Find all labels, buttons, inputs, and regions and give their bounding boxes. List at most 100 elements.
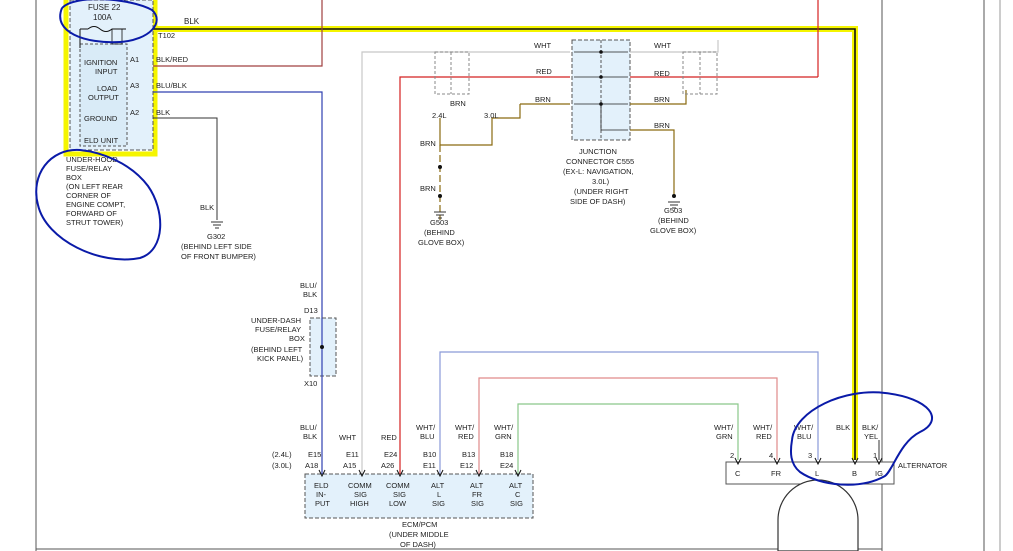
wire-wht-grn — [517, 403, 739, 474]
ground-g302: BLK G302 (BEHIND LEFT SIDE OF FRONT BUMP… — [181, 203, 256, 261]
wire-red — [399, 76, 570, 474]
svg-text:WHT: WHT — [339, 433, 356, 442]
svg-text:CONNECTOR C555: CONNECTOR C555 — [566, 157, 634, 166]
svg-text:BLU/: BLU/ — [300, 281, 318, 290]
svg-text:(2.4L): (2.4L) — [272, 450, 292, 459]
ground-left-g503: BRN 2.4L 3.0L BRN BRN G503 (BEHIND GLOVE… — [418, 99, 499, 247]
svg-text:FORWARD OF: FORWARD OF — [66, 209, 117, 218]
wire-wht-blu — [439, 351, 819, 474]
svg-text:OF FRONT BUMPER): OF FRONT BUMPER) — [181, 252, 256, 261]
svg-text:COMM: COMM — [386, 481, 410, 490]
fuse-label: FUSE 22 — [88, 3, 121, 12]
svg-text:E24: E24 — [500, 461, 513, 470]
svg-text:(EX-L: NAVIGATION,: (EX-L: NAVIGATION, — [563, 167, 634, 176]
svg-text:ELD: ELD — [314, 481, 329, 490]
ignition-label: IGNITION — [84, 58, 117, 67]
wire-wht-right — [630, 40, 719, 53]
svg-text:FUSE/RELAY: FUSE/RELAY — [66, 164, 112, 173]
under-dash-fuse-box: BLU/ BLK D13 X10 UNDER-DASH FUSE/RELAY B… — [251, 281, 337, 441]
annotation-circles — [35, 0, 933, 486]
junction-connector-c555: WHT RED BRN WHT RED BRN BRN JUNCTION CON… — [534, 39, 671, 206]
svg-text:WHT/: WHT/ — [455, 423, 475, 432]
svg-text:BLK/: BLK/ — [862, 423, 879, 432]
svg-text:WHT: WHT — [654, 41, 671, 50]
highlighted-blk-wire — [63, 0, 858, 460]
wire-blk-red: BLK/RED — [156, 55, 189, 64]
ecm-pcm-box: ELD IN- PUT COMM SIG HIGH COMM SIG LOW A… — [304, 469, 534, 549]
fuse-rating: 100A — [93, 13, 112, 22]
svg-text:E24: E24 — [384, 450, 397, 459]
svg-text:4: 4 — [769, 451, 773, 460]
svg-text:BLK: BLK — [200, 203, 214, 212]
fuse-box-caption: UNDER-HOOD FUSE/RELAY BOX (ON LEFT REAR … — [66, 155, 125, 227]
svg-text:SIG: SIG — [471, 499, 484, 508]
eld-unit-label: ELD UNIT — [84, 136, 119, 145]
svg-text:BRN: BRN — [654, 121, 670, 130]
svg-text:(UNDER MIDDLE: (UNDER MIDDLE — [389, 530, 449, 539]
svg-text:BOX: BOX — [289, 334, 305, 343]
svg-text:FR: FR — [771, 469, 782, 478]
svg-text:JUNCTION: JUNCTION — [579, 147, 617, 156]
svg-text:B: B — [852, 469, 857, 478]
svg-text:BLU: BLU — [420, 432, 435, 441]
svg-text:1: 1 — [873, 451, 877, 460]
svg-text:C: C — [515, 490, 521, 499]
svg-text:RED: RED — [458, 432, 474, 441]
svg-text:CORNER OF: CORNER OF — [66, 191, 111, 200]
wire-brn-right-2 — [630, 129, 675, 196]
svg-text:BRN: BRN — [654, 95, 670, 104]
svg-text:BLK: BLK — [836, 423, 850, 432]
svg-text:ALTERNATOR: ALTERNATOR — [898, 461, 948, 470]
svg-text:BLK: BLK — [303, 432, 317, 441]
svg-text:GLOVE BOX): GLOVE BOX) — [418, 238, 465, 247]
svg-text:G503: G503 — [664, 206, 682, 215]
ground-label: GROUND — [84, 114, 118, 123]
svg-text:RED: RED — [536, 67, 552, 76]
svg-text:UNDER-HOOD: UNDER-HOOD — [66, 155, 118, 164]
svg-text:YEL: YEL — [864, 432, 878, 441]
under-hood-fuse-box: FUSE 22 100A IGNITION INPUT LOAD OUTPUT … — [66, 0, 200, 227]
svg-text:GRN: GRN — [716, 432, 733, 441]
svg-text:RED: RED — [654, 69, 670, 78]
svg-text:HIGH: HIGH — [350, 499, 369, 508]
wire-a1-blk-red — [153, 0, 323, 67]
pin-a3: A3 — [130, 81, 139, 90]
svg-text:WHT/: WHT/ — [494, 423, 514, 432]
svg-text:C: C — [735, 469, 741, 478]
svg-text:ALT: ALT — [509, 481, 523, 490]
terminal-t102: T102 — [158, 31, 175, 40]
svg-text:WHT/: WHT/ — [416, 423, 436, 432]
svg-text:RED: RED — [756, 432, 772, 441]
svg-text:SIG: SIG — [510, 499, 523, 508]
svg-text:IN-: IN- — [316, 490, 327, 499]
svg-text:B13: B13 — [462, 450, 475, 459]
wire-blk: BLK — [156, 108, 170, 117]
svg-text:BRN: BRN — [420, 139, 436, 148]
svg-text:L: L — [815, 469, 819, 478]
svg-text:(BEHIND LEFT: (BEHIND LEFT — [251, 345, 303, 354]
svg-text:BRN: BRN — [535, 95, 551, 104]
ground-right-g503: G503 (BEHIND GLOVE BOX) — [650, 194, 697, 235]
svg-text:(3.0L): (3.0L) — [272, 461, 292, 470]
svg-text:X10: X10 — [304, 379, 317, 388]
ecm-pin-numbers: (2.4L) (3.0L) E15 A18 E11 A15 E24 A26 B1… — [272, 450, 513, 470]
svg-text:FUSE/RELAY: FUSE/RELAY — [255, 325, 301, 334]
svg-text:E15: E15 — [308, 450, 321, 459]
svg-text:G503: G503 — [430, 218, 448, 227]
svg-text:OF DASH): OF DASH) — [400, 540, 436, 549]
svg-text:(BEHIND LEFT SIDE: (BEHIND LEFT SIDE — [181, 242, 252, 251]
svg-text:WHT/: WHT/ — [794, 423, 814, 432]
svg-text:BLU/: BLU/ — [300, 423, 318, 432]
pin-a1: A1 — [130, 55, 139, 64]
ecm-wire-labels: WHT RED WHT/ BLU WHT/ RED WHT/ GRN — [339, 423, 514, 442]
svg-text:E12: E12 — [460, 461, 473, 470]
svg-text:E11: E11 — [423, 461, 436, 470]
svg-text:(ON LEFT REAR: (ON LEFT REAR — [66, 182, 124, 191]
svg-text:UNDER-DASH: UNDER-DASH — [251, 316, 301, 325]
svg-text:2.4L: 2.4L — [432, 111, 447, 120]
svg-text:3: 3 — [808, 451, 812, 460]
wire-blk-top: BLK — [184, 17, 200, 26]
svg-text:PUT: PUT — [315, 499, 330, 508]
svg-text:FR: FR — [472, 490, 483, 499]
svg-text:ALT: ALT — [470, 481, 484, 490]
